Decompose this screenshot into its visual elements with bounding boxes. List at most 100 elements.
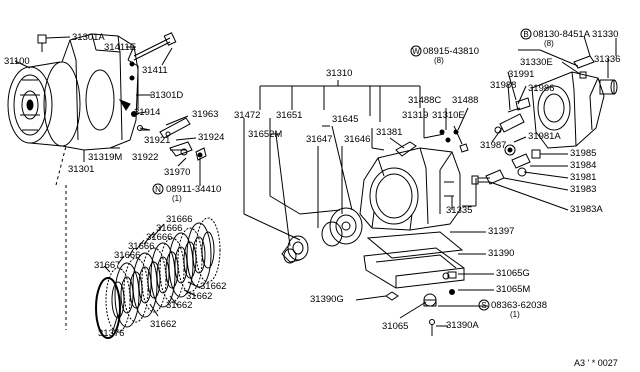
svg-text:S: S [481,301,486,310]
label-bolt-qty: (8) [544,39,554,48]
label-31651: 31651 [276,110,303,121]
s-circle-icon: S [478,299,490,311]
label-31065: 31065 [382,321,409,332]
label-31985: 31985 [570,148,597,159]
label-31336: 31336 [594,54,621,65]
speedometer-gear [485,149,541,185]
w-circle-icon: W [410,45,422,57]
label-31647: 31647 [306,134,333,145]
label-31330: 31330 [592,29,619,40]
label-31646: 31646 [344,134,371,145]
clutch-plate-hub [165,251,179,289]
label-31986: 31986 [528,83,555,94]
label-31065g: 31065G [496,268,530,279]
label-washer-qty: (8) [434,56,444,65]
svg-text:B: B [523,30,528,39]
clutch-plate [123,257,149,323]
label-31390g: 31390G [310,294,344,305]
label-31390a: 31390A [446,320,479,331]
clutch-plate-hub [156,256,170,294]
label-31065m: 31065M [496,284,531,295]
label-31662-2: 31662 [186,291,213,302]
label-31472: 31472 [234,110,261,121]
torque-converter [7,61,81,147]
label-31301d: 31301D [150,90,184,101]
label-31963: 31963 [192,109,219,120]
svg-text:N: N [155,185,161,194]
clutch-plate [114,262,140,328]
label-31922: 31922 [132,152,159,163]
valve-body-bolts [439,129,490,185]
label-31100: 31100 [4,56,30,67]
label-31666-1: 31666 [166,214,193,225]
clutch-plate [150,242,176,308]
label-31662-1: 31662 [200,281,227,292]
label-31981a: 31981A [528,131,561,142]
label-31390: 31390 [488,248,515,259]
servo-cover [395,141,417,157]
pan-bolts [385,271,457,336]
clutch-leaders [103,223,201,335]
transmission-case [359,147,461,231]
label-31987: 31987 [480,140,507,151]
label-31662-4: 31662 [150,319,177,330]
label-31666-2: 31666 [156,223,183,234]
label-31411e: 31411E [104,42,137,53]
snap-ring [95,277,121,339]
label-31921: 31921 [144,135,171,146]
label-31488c: 31488C [408,95,442,106]
label-31981: 31981 [570,172,597,183]
clutch-plate-hub [111,281,125,319]
clutch-plate-hub [129,271,143,309]
label-31301: 31301 [68,164,95,175]
extension-bolts [573,55,595,79]
label-31310e: 31310E [432,110,465,121]
label-31301a: 31301A [72,32,105,43]
label-31645: 31645 [332,114,359,125]
n-circle-icon: N [152,183,164,195]
clutch-plate [195,217,221,283]
label-31666-3: 31666 [146,232,173,243]
clutch-plate-hub [192,236,206,274]
clutch-plate [177,227,203,293]
label-31983a: 31983A [570,204,603,215]
label-ref-code: A3 ' * 0027 [574,358,618,368]
clutch-plate-hub [174,246,188,284]
label-washer-ref: 08915-43810 [423,46,479,57]
label-31662-3: 31662 [166,300,193,311]
dipstick-tube [133,32,177,61]
label-31411: 31411 [142,65,168,76]
extension-housing [531,71,618,149]
label-screw-qty: (1) [510,310,520,319]
label-31667: 31667 [94,260,121,271]
label-31381: 31381 [376,127,403,138]
clutch-plate [159,237,185,303]
label-31914: 31914 [134,107,161,118]
clutch-pack [95,217,221,339]
clutch-plate [141,247,167,313]
label-31376: 31376 [98,328,125,339]
label-31666-5: 31666 [114,250,141,261]
label-31397: 31397 [488,226,515,237]
leader-lines [14,35,617,330]
b-circle-icon: B [520,28,532,40]
label-31319: 31319 [402,110,429,121]
pump-housing [281,235,309,264]
label-31330e: 31330E [520,57,553,68]
clutch-plate-hub [147,261,161,299]
label-31983: 31983 [570,184,597,195]
label-31488: 31488 [452,95,479,106]
label-screw-ref: 08363-62038 [491,300,547,311]
converter-bolt [37,34,47,52]
clutch-plate-hub [201,231,215,269]
label-31335: 31335 [446,205,473,216]
clutch-plate-hub [138,266,152,304]
label-31666-4: 31666 [128,241,155,252]
label-31924: 31924 [198,132,225,143]
oil-pump [321,207,363,247]
label-nut-ref: 08911-34410 [166,184,222,195]
clutch-plate-hub [120,276,134,314]
label-31319m: 31319M [88,152,123,163]
